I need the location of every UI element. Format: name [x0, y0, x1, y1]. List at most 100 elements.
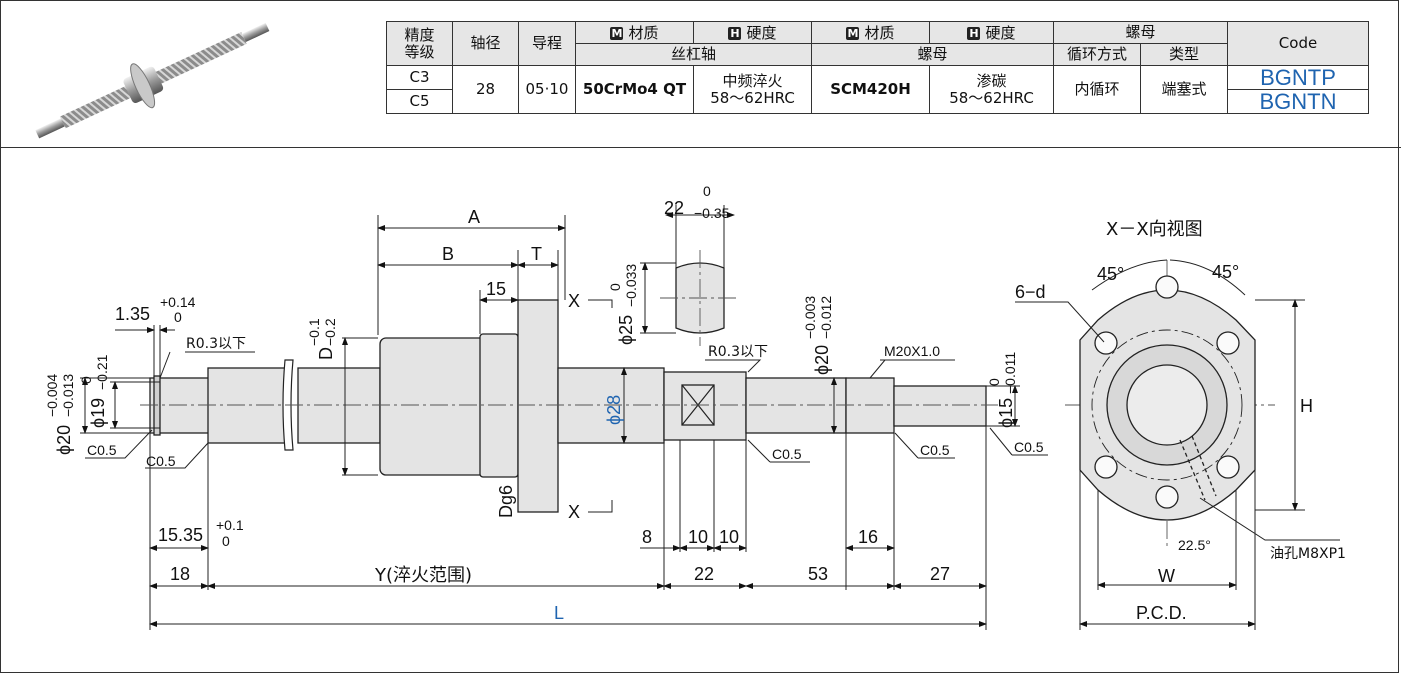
- dim-Dg6: Dg6: [496, 485, 516, 518]
- dim-dia15: ϕ15: [996, 398, 1016, 428]
- hardness-badge-icon: H: [967, 26, 981, 40]
- dim-15: 15: [486, 279, 506, 299]
- dim-len-27: 27: [930, 564, 950, 584]
- dim-dia20-right: ϕ20: [812, 345, 832, 375]
- dim-pcd: P.C.D.: [1136, 603, 1187, 623]
- dim-dia20-left-tol-upper: −0.004: [44, 374, 60, 417]
- dim-flat-22-tol-upper: 0: [703, 183, 711, 199]
- dim-len-Y: Y(淬火范围): [374, 565, 472, 586]
- dim-len-10a: 10: [688, 527, 708, 547]
- dim-groove-tol-lower: 0: [174, 309, 182, 325]
- view-title: X－X向视图: [1106, 219, 1203, 240]
- th-screw-shaft: 丝杠轴: [575, 43, 812, 66]
- th-nut: 螺母: [811, 43, 1054, 66]
- nut-flange: [517, 299, 559, 513]
- shaft-20: [745, 377, 847, 434]
- dim-dia15-tol-upper: 0: [986, 378, 1002, 386]
- dim-groove-w: 1.35: [115, 304, 150, 324]
- material-badge-icon: M: [846, 26, 860, 40]
- screw-shaft-left: [207, 367, 289, 444]
- dim-angle-45-right: 45°: [1212, 262, 1239, 282]
- nut-step: [479, 333, 519, 478]
- technical-drawing: A B T 15 X X 22 0 −0.35 ϕ25 0 −0.033 D −…: [44, 183, 1346, 630]
- note-thread: M20X1.0: [884, 343, 940, 359]
- dim-flat-dia: ϕ25: [616, 315, 636, 345]
- dim-len-L: L: [554, 603, 564, 623]
- groove-left: [153, 375, 161, 436]
- th-circulation: 循环方式: [1053, 43, 1141, 66]
- screw-shaft-right: [557, 367, 665, 444]
- shaft-15: [893, 385, 987, 427]
- dim-angle-45-left: 45°: [1097, 264, 1124, 284]
- section-mark-X-bottom: X: [568, 502, 580, 522]
- dim-len-18: 18: [170, 564, 190, 584]
- dim-A: A: [468, 207, 480, 227]
- section-mark-X-top: X: [568, 291, 580, 311]
- dim-T: T: [531, 244, 542, 264]
- dim-H: H: [1300, 396, 1313, 416]
- note-r03-left: R0.3以下: [186, 336, 246, 352]
- bolt-hole-4: [1094, 455, 1118, 479]
- th-type: 类型: [1140, 43, 1228, 66]
- dim-dia15-tol-lower: −0.011: [1002, 352, 1018, 394]
- dim-D-tol-lower: −0.2: [322, 318, 338, 346]
- th-precision: 精度等级: [386, 21, 453, 66]
- dim-groove-tol-upper: +0.14: [160, 294, 196, 310]
- dim-dia20-right-tol-lower: −0.012: [818, 296, 834, 339]
- bolt-hole-3: [1155, 275, 1179, 299]
- shaft-bore: [1126, 364, 1208, 446]
- note-oil-hole: 油孔M8XP1: [1270, 546, 1346, 562]
- chamfer-c05-c: C0.5: [772, 446, 802, 462]
- cell-shaft-dia: 28: [452, 65, 519, 114]
- dim-W: W: [1158, 566, 1175, 586]
- bolt-hole-6: [1155, 485, 1179, 509]
- dim-dia19-tol-upper: 0: [78, 376, 94, 384]
- th-lead: 导程: [518, 21, 576, 66]
- th-shaft-dia: 轴径: [452, 21, 519, 66]
- dim-D-tol-upper: −0.1: [306, 318, 322, 346]
- dim-len-8: 8: [642, 527, 652, 547]
- dim-flat-dia-tol-lower: −0.033: [623, 264, 639, 307]
- chamfer-c05-e: C0.5: [1014, 439, 1044, 455]
- chamfer-c05-a: C0.5: [87, 442, 117, 458]
- thread-m20: [845, 377, 895, 434]
- header-section: [0, 0, 1401, 148]
- dim-D: D: [316, 347, 336, 360]
- chamfer-c05-d: C0.5: [920, 442, 950, 458]
- th-nut-group: 螺母: [1053, 21, 1228, 44]
- hardness-badge-icon: H: [728, 26, 742, 40]
- bearing-journal: [663, 371, 747, 441]
- dim-flat-dia-tol-upper: 0: [607, 283, 623, 291]
- cell-code-bgntp[interactable]: BGNTP: [1227, 65, 1369, 90]
- screw-shaft-mid: [297, 367, 381, 444]
- cell-nut-material: SCM420H: [811, 65, 930, 114]
- dim-len-53: 53: [808, 564, 828, 584]
- dim-dia20-right-tol-upper: −0.003: [802, 296, 818, 339]
- ball-screw-photo: [35, 22, 270, 139]
- dim-B: B: [442, 244, 454, 264]
- dim-dia19: ϕ19: [88, 398, 108, 428]
- dim-len-1535-tol-lower: 0: [222, 533, 230, 549]
- cell-lead: 05·10: [518, 65, 576, 114]
- cell-code-bgntn[interactable]: BGNTN: [1227, 89, 1369, 114]
- cell-precision-c5: C5: [386, 89, 453, 114]
- dim-len-10b: 10: [719, 527, 739, 547]
- bolt-hole-2: [1216, 331, 1240, 355]
- dim-dia20-left: ϕ20: [54, 425, 74, 455]
- dim-len-22: 22: [694, 564, 714, 584]
- dim-dia19-tol-lower: −0.21: [94, 354, 110, 390]
- dim-angle-225: 22.5°: [1178, 537, 1211, 553]
- nut-body: [379, 337, 486, 476]
- chamfer-c05-b: C0.5: [146, 453, 176, 469]
- dim-flat-22-tol-lower: −0.35: [694, 205, 730, 221]
- cell-shaft-material: 50CrMo4 QT: [575, 65, 694, 114]
- dim-dia20-left-tol-lower: −0.013: [60, 374, 76, 417]
- dim-flat-22: 22: [664, 198, 684, 218]
- bolt-hole-5: [1216, 455, 1240, 479]
